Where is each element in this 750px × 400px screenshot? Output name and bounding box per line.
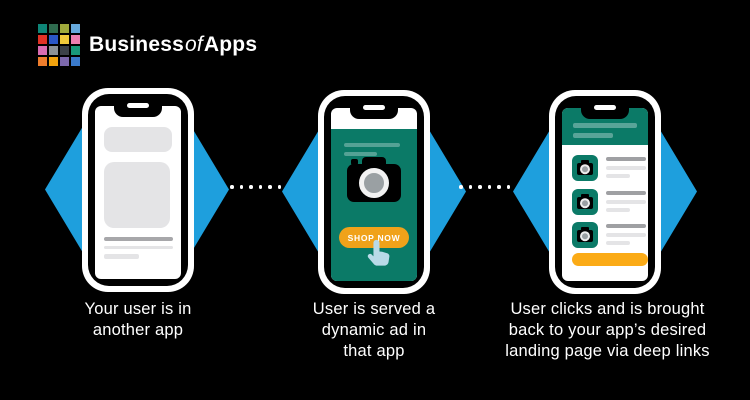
phone-notch — [350, 108, 398, 119]
placeholder-text-line — [573, 123, 637, 128]
logo-grid-cell — [49, 46, 58, 55]
logo-grid-cell — [38, 35, 47, 44]
logo-grid-icon — [38, 24, 80, 66]
logo-grid-cell — [71, 46, 80, 55]
brand-name-part-3: Apps — [203, 33, 258, 56]
phone-2-dynamic-ad: SHOP NOW — [318, 90, 430, 294]
hand-cursor-icon — [361, 239, 393, 271]
phone-3-bezel — [555, 96, 655, 288]
logo-grid-cell — [49, 24, 58, 33]
placeholder-text-line — [344, 152, 377, 156]
placeholder-text-line — [606, 200, 646, 204]
logo-grid-cell — [60, 57, 69, 66]
logo-grid-cell — [71, 24, 80, 33]
caption-line: User clicks and is brought — [510, 300, 705, 318]
ad-panel: SHOP NOW — [331, 129, 417, 281]
step-1-caption: Your user is in another app — [38, 299, 238, 341]
phone-1-screen — [95, 106, 181, 279]
camera-icon — [347, 157, 401, 202]
placeholder-text-line — [606, 174, 630, 178]
caption-line: User is served a — [312, 300, 436, 318]
logo-grid-cell — [38, 57, 47, 66]
shop-now-button[interactable]: SHOP NOW — [339, 227, 409, 248]
product-thumbnail-camera — [572, 222, 598, 248]
logo-grid-cell — [38, 24, 47, 33]
logo-grid-cell — [49, 35, 58, 44]
brand-logo[interactable]: BusinessofApps — [38, 24, 257, 66]
brand-name-part-1: Business — [89, 33, 184, 56]
phone-notch — [114, 106, 162, 117]
logo-grid-cell — [60, 46, 69, 55]
placeholder-text-line — [104, 245, 173, 249]
logo-grid-cell — [71, 35, 80, 44]
placeholder-text-line — [606, 224, 646, 228]
placeholder-text-line — [573, 133, 613, 138]
placeholder-text-line — [344, 143, 400, 147]
step-3-caption: User clicks and is brought back to your … — [470, 299, 745, 362]
caption-line: Your user is in — [84, 300, 192, 318]
phone-3-landing-page — [549, 90, 661, 294]
caption-line: back to your app’s desired — [508, 321, 707, 339]
product-thumbnail-camera — [572, 189, 598, 215]
logo-grid-cell — [60, 24, 69, 33]
phone-speaker — [594, 105, 616, 110]
placeholder-image-block — [104, 162, 170, 228]
placeholder-text-line — [606, 157, 646, 161]
logo-grid-cell — [38, 46, 47, 55]
product-thumbnail-camera — [572, 155, 598, 181]
phone-2-screen: SHOP NOW — [331, 108, 417, 281]
phone-2-bezel: SHOP NOW — [324, 96, 424, 288]
phone-1-another-app — [82, 88, 194, 292]
logo-grid-cell — [49, 57, 58, 66]
placeholder-banner — [104, 127, 172, 152]
placeholder-text-line — [606, 241, 630, 245]
placeholder-text-line — [606, 166, 646, 170]
placeholder-text-line — [606, 208, 630, 212]
caption-line: dynamic ad in — [321, 321, 427, 339]
dotted-connector-1 — [230, 185, 281, 189]
logo-grid-cell — [60, 35, 69, 44]
phone-3-screen — [562, 108, 648, 281]
cta-button[interactable] — [572, 253, 648, 266]
caption-line: that app — [343, 342, 405, 360]
caption-line: another app — [92, 321, 184, 339]
caption-line: landing page via deep links — [505, 342, 710, 360]
brand-name-part-2: of — [184, 33, 203, 56]
placeholder-text-line — [606, 191, 646, 195]
phone-1-bezel — [88, 94, 188, 286]
phone-speaker — [127, 103, 149, 108]
placeholder-text-line — [606, 233, 646, 237]
placeholder-text-line — [104, 254, 139, 259]
dotted-connector-2 — [459, 185, 510, 189]
brand-name: BusinessofApps — [89, 33, 257, 57]
placeholder-text-line — [104, 237, 173, 241]
phone-notch — [581, 108, 629, 119]
step-2-caption: User is served a dynamic ad in that app — [274, 299, 474, 362]
phone-speaker — [363, 105, 385, 110]
logo-grid-cell — [71, 57, 80, 66]
